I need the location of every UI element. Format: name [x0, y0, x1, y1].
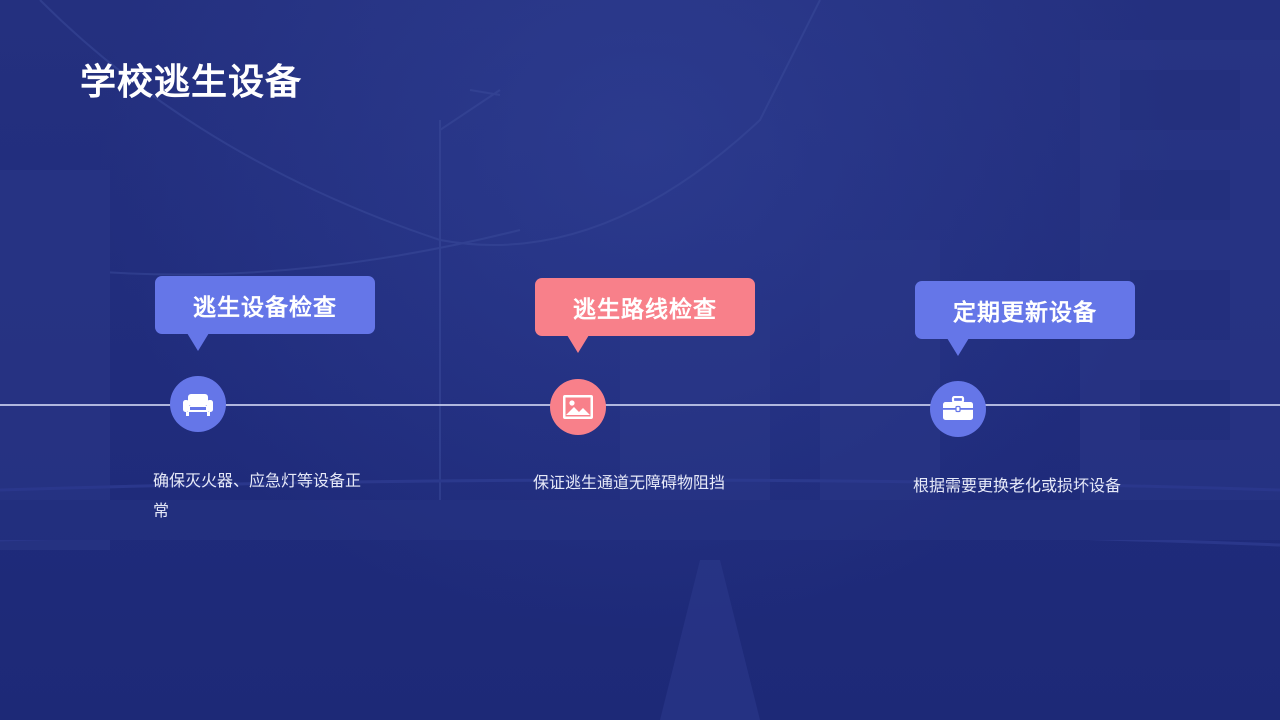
step-label: 逃生路线检查: [573, 297, 717, 323]
step-description: 确保灭火器、应急灯等设备正常: [153, 471, 362, 520]
step-icon-circle: [930, 381, 986, 437]
step-label-bubble: 逃生路线检查: [535, 278, 755, 353]
step-icon-circle: [550, 379, 606, 435]
timeline-line: [0, 404, 1280, 406]
slide-title: 学校逃生设备: [80, 62, 303, 103]
armchair-icon: [182, 391, 214, 417]
step-label-bubble: 定期更新设备: [915, 281, 1135, 356]
step-icon-circle: [170, 376, 226, 432]
step-description: 保证逃生通道无障碍物阻挡: [533, 473, 726, 492]
toolbox-icon: [942, 396, 974, 422]
step-label: 定期更新设备: [953, 300, 1097, 326]
step-label: 逃生设备检查: [193, 295, 337, 321]
step-description: 根据需要更换老化或损坏设备: [913, 476, 1122, 495]
step-label-bubble: 逃生设备检查: [155, 276, 375, 351]
image-icon: [562, 394, 594, 420]
